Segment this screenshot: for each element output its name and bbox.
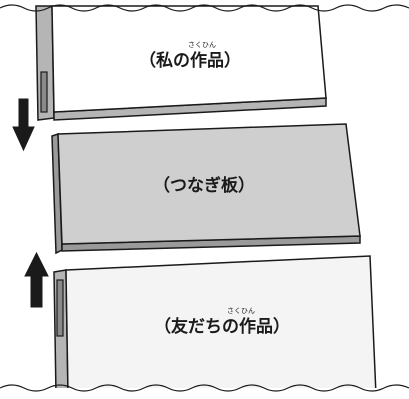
middle-board: （つなぎ板） [51, 123, 361, 255]
top-sheet-label: （私の作品） [139, 50, 241, 71]
down-arrow-icon [12, 98, 35, 152]
bottom-cut-line [0, 384, 409, 392]
bottom-sheet: さくひん （友だちの作品） [53, 255, 377, 396]
bottom-sheet-ruby: さくひん [227, 307, 255, 315]
bottom-sheet-slot [56, 279, 64, 337]
bottom-cut-mask [0, 388, 409, 399]
bottom-sheet-label: （友だちの作品） [154, 316, 290, 337]
top-sheet: さくひん （私の作品） [35, 5, 327, 121]
top-sheet-slot [40, 71, 48, 113]
top-sheet-ruby: さくひん [188, 41, 216, 49]
top-cut-line [0, 4, 409, 12]
up-arrow-icon [24, 251, 49, 308]
top-sheet-face [51, 5, 327, 113]
middle-board-label: （つなぎ板） [153, 175, 255, 196]
middle-board-face [57, 123, 361, 245]
